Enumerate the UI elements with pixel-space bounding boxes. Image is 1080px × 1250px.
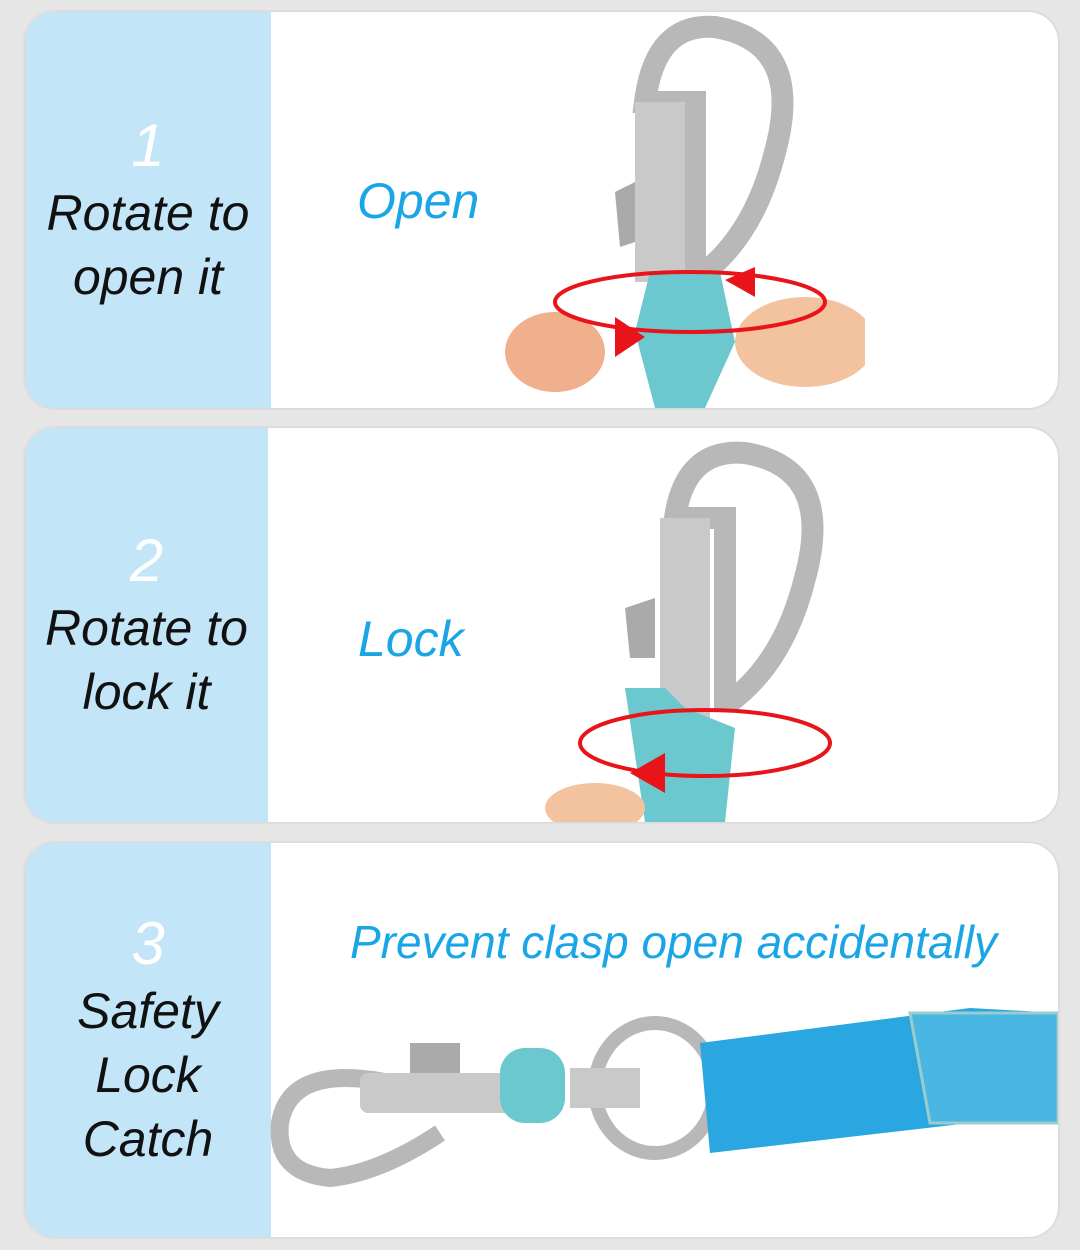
step-label: lock it bbox=[82, 664, 211, 720]
step-3-panel: 3 Safety Lock Catch bbox=[25, 843, 271, 1237]
step-label: Catch bbox=[82, 1111, 214, 1167]
rotate-arrow-icon bbox=[553, 270, 827, 334]
step-3-card: 3 Safety Lock Catch Prevent clasp open a… bbox=[25, 843, 1058, 1237]
step-number: 2 bbox=[129, 527, 164, 594]
step-label: Rotate to bbox=[46, 185, 250, 241]
leash-clasp-image bbox=[270, 1008, 1058, 1188]
step-1-panel: 1 Rotate to open it bbox=[25, 12, 271, 408]
action-label: Lock bbox=[358, 611, 464, 667]
step-number: 1 bbox=[131, 112, 165, 179]
clasp-open-image bbox=[505, 15, 865, 408]
step-label: Rotate to bbox=[45, 600, 248, 656]
step-label: Lock bbox=[95, 1047, 201, 1103]
step-number: 3 bbox=[131, 910, 165, 977]
step-label: open it bbox=[72, 249, 224, 305]
action-label: Open bbox=[357, 173, 480, 229]
rotate-arrow-icon bbox=[578, 708, 832, 778]
step-2-panel: 2 Rotate to lock it bbox=[25, 428, 268, 822]
clasp-lock-image bbox=[545, 441, 832, 822]
action-label: Prevent clasp open accidentally bbox=[350, 916, 997, 968]
step-label: Safety bbox=[77, 983, 219, 1039]
step-2-card: 2 Rotate to lock it Lock bbox=[25, 428, 1058, 822]
step-1-card: 1 Rotate to open it Open bbox=[25, 12, 1058, 408]
